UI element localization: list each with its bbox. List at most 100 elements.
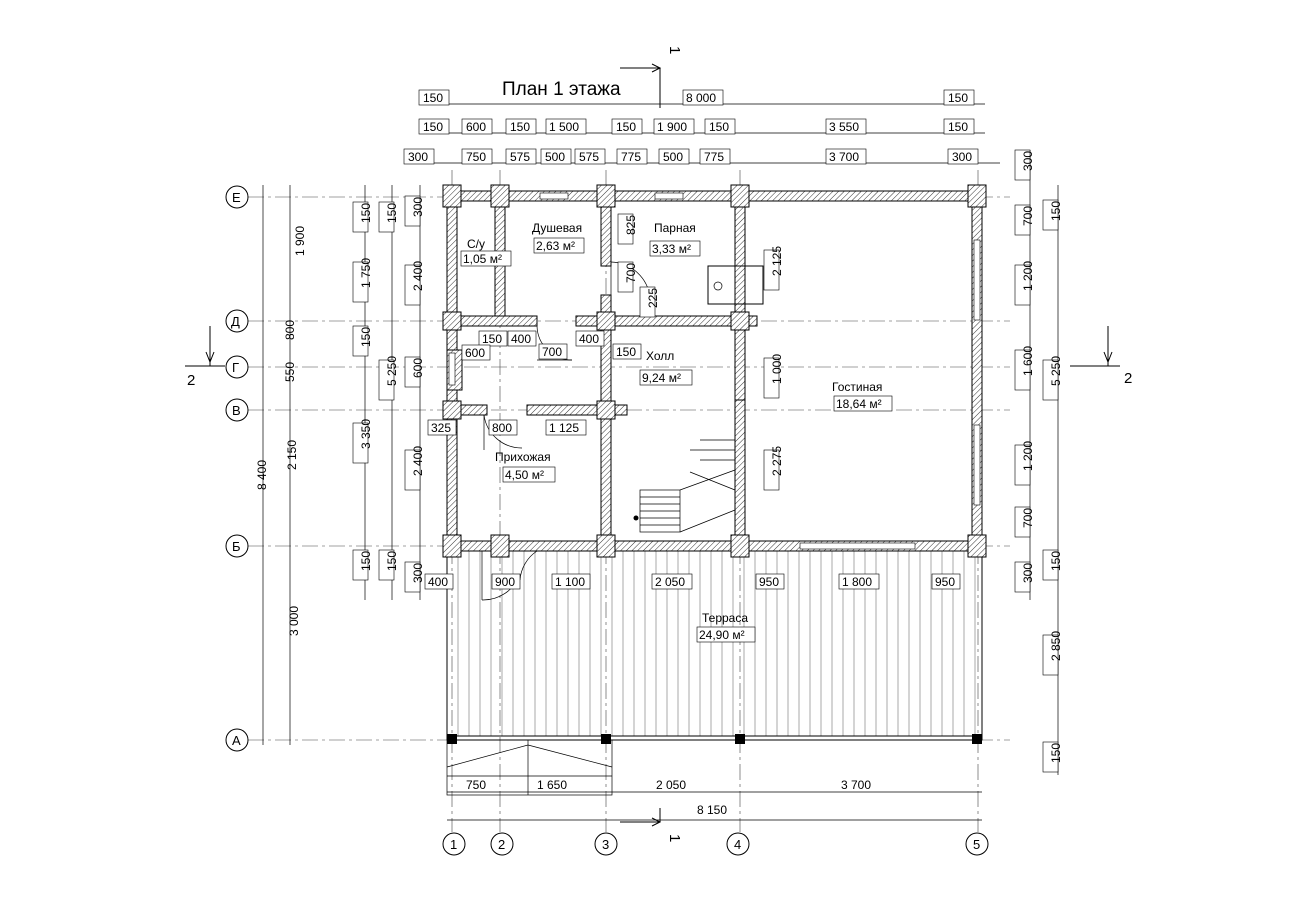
terrace-outline (446, 550, 983, 741)
dim-top2-7: 3 550 (829, 120, 859, 134)
room-shower-name: Душевая (532, 221, 582, 235)
section-1-bottom-label: 1 (666, 834, 683, 842)
dim-bottom2: 8 150 (697, 803, 727, 817)
terrace-posts (447, 734, 982, 744)
axis-row-E: Е (232, 190, 241, 205)
dim-top2-2: 150 (510, 120, 530, 134)
dim-left: 8 400 1 900 800 550 2 150 3 000 150 1 75… (255, 185, 425, 745)
axis-row-B: Б (232, 539, 241, 554)
dim-top3-9: 300 (952, 150, 972, 164)
dim-825: 825 (624, 215, 638, 235)
dim-bottom1-2: 2 050 (656, 778, 686, 792)
dim-left4-4: 150 (385, 551, 399, 571)
room-labels: С/у 1,05 м² Душевая 2,63 м² Парная 3,33 … (460, 221, 893, 643)
section-2-right-label: 2 (1124, 370, 1132, 387)
room-entry-area: 4,50 м² (505, 468, 544, 482)
dim-right2-2: 150 (1049, 551, 1063, 571)
room-terrace-area: 24,90 м² (699, 628, 745, 642)
dim-top3-6: 500 (663, 150, 683, 164)
dim-right1-3: 1 600 (1021, 346, 1035, 376)
dim-top-row-1: 150 8 000 150 (418, 89, 985, 106)
windows (448, 192, 981, 550)
dim-left2-2: 550 (283, 362, 297, 382)
dim-t-900: 900 (495, 575, 515, 589)
dim-top3-0: 300 (408, 150, 428, 164)
dim-right2-3: 2 850 (1049, 631, 1063, 661)
dim-800: 800 (492, 421, 512, 435)
room-entry-name: Прихожая (495, 450, 551, 464)
dim-left2-3: 2 150 (285, 440, 299, 470)
dim-bottom1-1: 1 650 (537, 778, 567, 792)
room-terrace-name: Терраса (702, 611, 748, 625)
dim-right2-4: 150 (1049, 743, 1063, 763)
dim-right1-5: 700 (1021, 508, 1035, 528)
axis-col-3: 3 (602, 837, 609, 852)
dim-right1-6: 300 (1021, 563, 1035, 583)
dim-top2-6: 150 (709, 120, 729, 134)
dim-top1-c: 150 (948, 91, 968, 105)
dim-400-b: 400 (579, 332, 599, 346)
dim-400-a: 400 (511, 332, 531, 346)
dim-left5-0: 300 (411, 197, 425, 217)
dim-left2-0: 1 900 (293, 226, 307, 256)
dim-left-outer: 8 400 (255, 460, 269, 490)
dim-top2-5: 1 900 (657, 120, 687, 134)
dim-left4-3: 2 400 (411, 446, 425, 476)
room-shower-area: 2,63 м² (536, 239, 575, 253)
axis-col-4: 4 (734, 837, 741, 852)
section-1-top-label: 1 (666, 46, 683, 54)
dim-top2-3: 1 500 (549, 120, 579, 134)
dim-left3-2: 150 (359, 327, 373, 347)
dim-top2-1: 600 (466, 120, 486, 134)
dim-left3-3: 5 250 (385, 356, 399, 386)
col-axis-markers: 1 2 3 4 5 (442, 832, 989, 856)
dim-right: 300 700 1 200 1 600 1 200 700 300 150 5 … (1014, 149, 1063, 775)
section-mark-2: 2 2 (185, 326, 1132, 389)
room-hall-name: Холл (646, 349, 674, 363)
dim-top1-b: 8 000 (686, 91, 716, 105)
terrace-decking (457, 551, 976, 736)
plan-title: План 1 этажа (502, 79, 621, 100)
dim-inner: 825 700 225 2 125 1 000 2 275 150 400 60… (424, 213, 961, 590)
dim-150-a: 150 (482, 332, 502, 346)
dim-2125: 2 125 (770, 246, 784, 276)
room-su-name: С/у (467, 237, 485, 251)
dim-225: 225 (646, 288, 660, 308)
room-steam-area: 3,33 м² (652, 242, 691, 256)
log-ends (442, 184, 987, 558)
dim-top3-7: 775 (704, 150, 724, 164)
dim-t-950-a: 950 (759, 575, 779, 589)
dim-right2-1: 5 250 (1049, 356, 1063, 386)
section-2-left-label: 2 (187, 372, 195, 389)
dim-right1-2: 1 200 (1021, 261, 1035, 291)
dim-top-row-3: 300 750 575 500 575 775 500 775 3 700 30… (403, 148, 1000, 165)
dim-top2-4: 150 (616, 120, 636, 134)
axis-col-1: 1 (450, 837, 457, 852)
dim-150-b: 150 (616, 345, 636, 359)
dim-t-2050: 2 050 (655, 575, 685, 589)
dim-1000: 1 000 (770, 354, 784, 384)
room-hall-area: 9,24 м² (642, 371, 681, 385)
axis-row-V: В (232, 403, 241, 418)
dim-top3-4: 575 (579, 150, 599, 164)
dim-top2-8: 150 (948, 120, 968, 134)
row-axis-markers: Е Д Г В Б А (225, 185, 249, 752)
dim-left4-2: 600 (411, 358, 425, 378)
dim-right1-4: 1 200 (1021, 441, 1035, 471)
axis-row-G: Г (232, 360, 239, 375)
dim-2275: 2 275 (770, 446, 784, 476)
dim-325: 325 (431, 421, 451, 435)
section-mark-1: 1 1 (620, 46, 683, 842)
dim-left3-0: 150 (359, 203, 373, 223)
dim-t-1800: 1 800 (842, 575, 872, 589)
dim-left2-4: 3 000 (287, 606, 301, 636)
dim-top-row-2: 150 600 150 1 500 150 1 900 150 3 550 15… (418, 118, 985, 135)
dim-left4-1: 2 400 (411, 261, 425, 291)
dim-right2-0: 150 (1049, 201, 1063, 221)
dim-top3-8: 3 700 (829, 150, 859, 164)
room-living-area: 18,64 м² (836, 397, 882, 411)
dim-top2-0: 150 (423, 120, 443, 134)
stairs (633, 439, 736, 533)
dim-t-950-b: 950 (935, 575, 955, 589)
